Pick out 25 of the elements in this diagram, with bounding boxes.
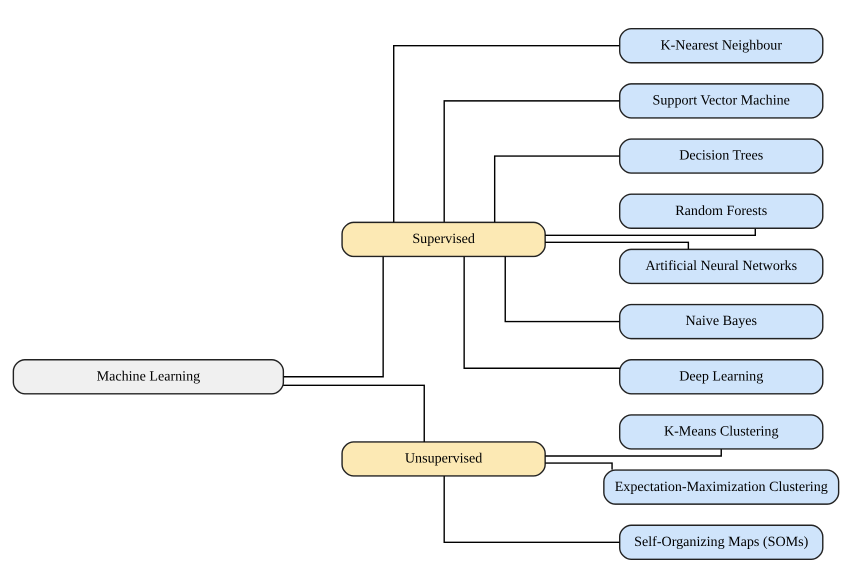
connector xyxy=(545,242,690,249)
node-box: Machine Learning xyxy=(12,359,284,394)
connector xyxy=(545,228,756,236)
node-box: Supervised xyxy=(341,222,546,258)
connector xyxy=(504,256,620,322)
connector xyxy=(444,100,620,222)
node-box: Artificial Neural Networks xyxy=(619,248,824,284)
connector xyxy=(545,449,722,457)
node-box: K-Means Clustering xyxy=(619,414,824,450)
connector xyxy=(283,384,425,442)
node-box: Random Forests xyxy=(619,194,824,229)
node-box: Decision Trees xyxy=(619,138,824,174)
connector xyxy=(393,45,620,222)
node-box: Expectation-Maximization Clustering xyxy=(603,469,840,505)
node-box: Self-Organizing Maps (SOMs) xyxy=(619,524,824,560)
node-box: Unsupervised xyxy=(341,441,546,477)
connector xyxy=(494,155,620,222)
connector xyxy=(284,256,384,378)
node-box: Naive Bayes xyxy=(619,304,824,340)
connector xyxy=(546,462,613,470)
node-box: Support Vector Machine xyxy=(619,83,824,119)
connector xyxy=(444,476,620,543)
node-box: Deep Learning xyxy=(619,359,824,394)
node-box: K-Nearest Neighbour xyxy=(619,28,824,64)
connector xyxy=(463,256,620,369)
